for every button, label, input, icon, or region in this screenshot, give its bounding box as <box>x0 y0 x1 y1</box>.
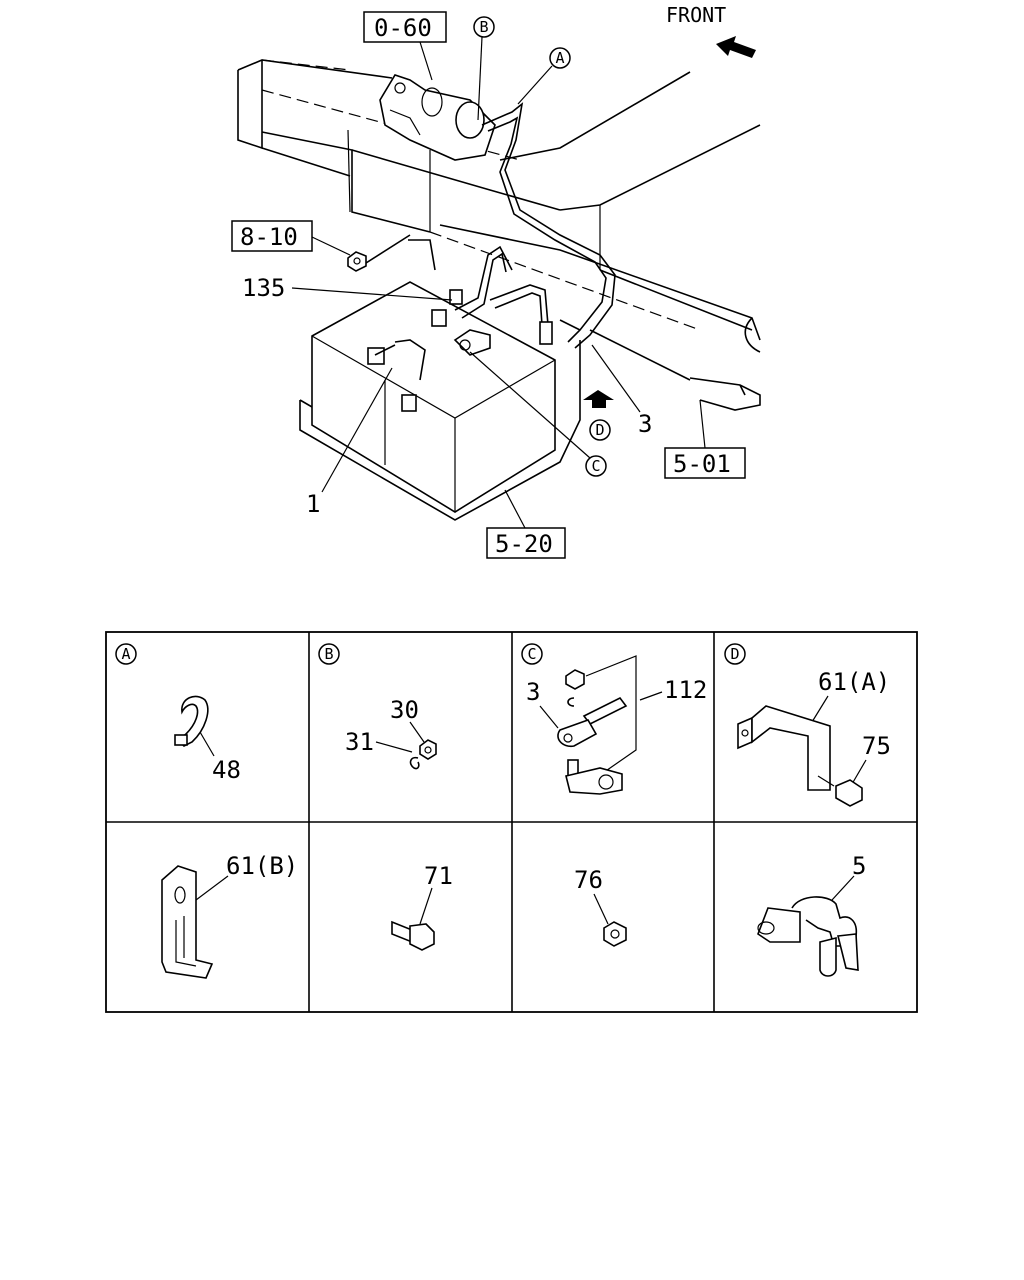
nut-8-10 <box>347 251 367 272</box>
svg-text:5-01: 5-01 <box>673 450 731 478</box>
cable-end-part-3 <box>557 719 598 748</box>
battery <box>311 281 556 513</box>
ref-box-0-60: 0-60 <box>363 11 447 81</box>
svg-text:C: C <box>591 457 600 475</box>
ref-box-8-10: 8-10 <box>231 220 351 256</box>
callout-c: C <box>469 351 607 477</box>
nut-part-30 <box>419 739 437 760</box>
detail-panel-76: 76 <box>574 866 627 947</box>
svg-text:61(A): 61(A) <box>818 668 890 696</box>
svg-text:112: 112 <box>664 676 707 704</box>
svg-text:3: 3 <box>526 678 540 706</box>
detail-panel-5: 5 <box>757 852 866 977</box>
svg-text:A: A <box>555 49 564 67</box>
terminal-part-112 <box>582 696 628 726</box>
svg-text:D: D <box>595 421 604 439</box>
bracket-part-61b <box>161 865 214 979</box>
svg-text:135: 135 <box>242 274 285 302</box>
detail-panel-b: B 30 31 <box>318 643 437 770</box>
nut-part-c <box>565 669 585 690</box>
main-assembly-view: FRONT <box>231 3 761 559</box>
svg-text:5-20: 5-20 <box>495 530 553 558</box>
battery-cable-3 <box>481 102 616 349</box>
detail-panel-c: C 3 112 <box>521 643 707 795</box>
starter-motor <box>379 74 496 161</box>
detail-panel-d: D 61(A) 75 <box>724 643 891 807</box>
bracket-part-61a <box>737 716 753 750</box>
part-label-1: 1 <box>306 367 393 518</box>
detail-grid: A 48 B 30 31 C 3 112 <box>105 631 918 1013</box>
svg-text:30: 30 <box>390 696 419 724</box>
ground-strap <box>489 284 549 326</box>
part-label-3: 3 <box>591 344 652 438</box>
callout-a: A <box>517 47 571 105</box>
svg-text:A: A <box>121 645 130 663</box>
part-label-135: 135 <box>242 274 453 302</box>
negative-cable <box>367 339 426 412</box>
svg-text:D: D <box>730 645 739 663</box>
svg-text:1: 1 <box>306 490 320 518</box>
callout-d: D <box>589 419 611 441</box>
detail-panel-a: A 48 <box>115 643 241 784</box>
positive-terminal <box>453 329 491 356</box>
svg-text:76: 76 <box>574 866 603 894</box>
clip-part-5 <box>757 907 801 943</box>
svg-text:C: C <box>527 645 536 663</box>
front-arrow-icon <box>716 36 756 58</box>
svg-text:71: 71 <box>424 862 453 890</box>
frame-rail-lower <box>429 205 761 411</box>
detail-panel-71: 71 <box>391 862 453 951</box>
washer-part-31 <box>409 756 420 770</box>
svg-text:75: 75 <box>862 732 891 760</box>
cable-135 <box>431 245 513 327</box>
svg-text:31: 31 <box>345 728 374 756</box>
frame-rail-upper <box>237 59 761 233</box>
callout-b: B <box>473 16 495 121</box>
svg-text:0-60: 0-60 <box>374 14 432 42</box>
svg-text:61(B): 61(B) <box>226 852 298 880</box>
nut-part-76 <box>603 921 627 947</box>
svg-text:B: B <box>324 645 333 663</box>
bolt-part-75 <box>835 779 863 807</box>
svg-text:3: 3 <box>638 410 652 438</box>
front-label: FRONT <box>666 3 726 27</box>
ref-box-5-20: 5-20 <box>486 489 566 559</box>
svg-text:B: B <box>479 18 488 36</box>
svg-text:5: 5 <box>852 852 866 880</box>
svg-text:48: 48 <box>212 756 241 784</box>
view-d-arrow-icon <box>583 390 614 408</box>
svg-text:8-10: 8-10 <box>240 223 298 251</box>
ref-box-5-01: 5-01 <box>664 399 746 479</box>
bolt-part-71 <box>391 920 413 944</box>
detail-panel-61b: 61(B) <box>161 852 298 979</box>
